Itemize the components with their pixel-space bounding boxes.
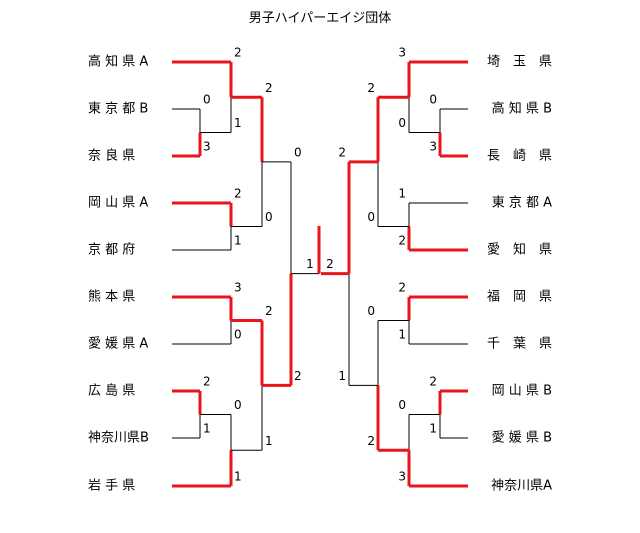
left-match-score: 0 [203,93,211,107]
right-match-score: 3 [398,470,406,484]
right-team-label: 千 葉 県 [487,337,552,352]
right-team-label: 福 岡 県 [487,290,552,305]
right-match-score: 2 [367,434,375,448]
left-match-score: 0 [265,210,273,224]
left-match-score: 2 [294,369,302,383]
left-match-score: 0 [294,145,302,159]
right-team-label: 岡 山 県 B [492,384,552,399]
right-team-label: 長 崎 県 [487,149,552,164]
left-match-score: 2 [265,304,273,318]
right-match-score: 0 [367,304,375,318]
left-team-label: 愛 媛 県 A [88,337,148,352]
right-team-label: 愛 媛 県 B [492,431,552,446]
right-team-label: 東 京 都 A [492,195,552,211]
left-team-label: 高 知 県 A [88,54,148,70]
left-match-score: 2 [234,46,242,60]
right-team-label: 神奈川県A [491,479,552,494]
right-team-label: 高 知 県 B [492,101,552,117]
left-team-label: 奈 良 県 [88,148,135,164]
right-match-score: 0 [398,116,406,130]
left-team-label: 広 島 県 [88,384,135,399]
left-match-score: 2 [265,81,273,95]
left-match-score: 2 [203,375,211,389]
right-match-score: 1 [429,422,437,436]
right-match-score: 1 [398,328,406,342]
right-match-score: 0 [367,210,375,224]
left-match-score: 0 [234,328,242,342]
right-match-score: 2 [398,234,406,248]
bracket-lines [172,60,468,488]
left-match-score: 1 [234,234,242,248]
left-match-score: 3 [234,281,242,295]
right-match-score: 1 [398,187,406,201]
right-match-score: 3 [398,46,406,60]
right-match-score: 3 [429,140,437,154]
right-match-score: 1 [338,369,346,383]
left-match-score: 1 [203,422,211,436]
left-final-score: 1 [306,257,314,271]
right-match-score: 2 [367,81,375,95]
left-team-label: 岡 山 県 A [88,196,148,211]
right-match-score: 2 [429,375,437,389]
right-match-score: 2 [398,281,406,295]
left-match-score: 2 [234,187,242,201]
right-match-score: 2 [338,145,346,159]
left-match-score: 1 [265,434,273,448]
right-team-label: 愛 知 県 [487,242,552,258]
left-match-score: 1 [234,470,242,484]
left-team-label: 神奈川県B [88,431,149,446]
left-match-score: 3 [203,140,211,154]
right-match-score: 0 [398,398,406,412]
left-match-score: 0 [234,398,242,412]
bracket-title: 男子ハイパーエイジ団体 [249,11,391,26]
right-team-label: 埼 玉 県 [487,55,552,70]
left-match-score: 1 [234,116,242,130]
right-final-score: 2 [326,257,334,271]
right-match-score: 0 [429,93,437,107]
left-team-label: 京 都 府 [88,243,135,258]
left-team-label: 熊 本 県 [88,289,135,305]
bracket-labels: 高 知 県 A 東 京 都 B 奈 良 県岡 山 県 A 京 都 府熊 本 県愛 媛 … [88,46,552,494]
left-team-label: 東 京 都 B [88,101,148,117]
left-team-label: 岩 手 県 [88,479,135,494]
